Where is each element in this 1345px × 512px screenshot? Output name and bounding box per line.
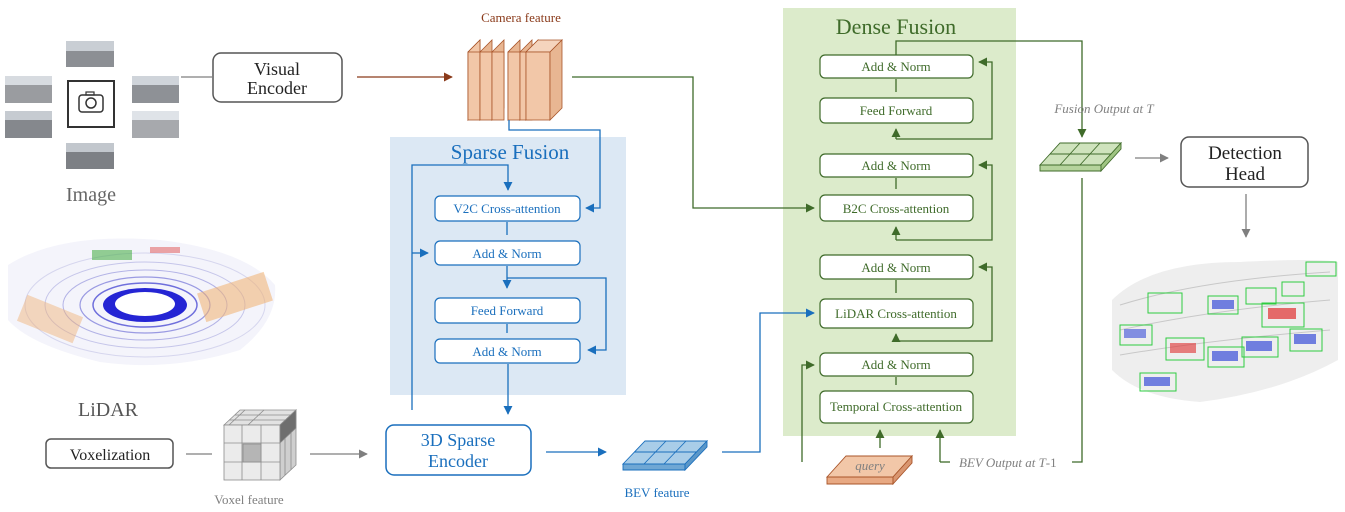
sparse-connectors: [411, 120, 607, 415]
camera-icon-frame: [67, 80, 115, 128]
dense-add-norm-4: [819, 352, 974, 377]
dense-temporal-cross-attention: [819, 390, 974, 424]
dense-fusion-title: Dense Fusion: [836, 14, 956, 39]
query-label: query: [855, 458, 885, 473]
detection-head-line2: Head: [1225, 164, 1266, 185]
dense-block-label: B2C Cross-attention: [843, 201, 950, 216]
detection-result-point-cloud: [1112, 260, 1338, 402]
image-label: Image: [66, 184, 116, 206]
fusion-output-label: Fusion Output at T: [1053, 101, 1154, 116]
voxelization-text: Voxelization: [70, 447, 151, 464]
voxel-feature-cube: [222, 409, 298, 481]
dense-add-norm-3: [819, 254, 974, 280]
camera-feature-label: Camera feature: [481, 10, 561, 25]
bev-feature-plane: [621, 439, 709, 472]
dense-connectors: [572, 40, 1087, 463]
bev-output-label: BEV Output at T-1: [959, 455, 1057, 470]
dense-fusion-blocks: Add & Norm Feed Forward Add & Norm B2C C…: [819, 54, 974, 424]
lidar-point-cloud: [8, 238, 276, 366]
camera-images: [5, 41, 179, 169]
dense-block-label: Add & Norm: [861, 158, 930, 173]
dense-block-label: Add & Norm: [861, 260, 930, 275]
sparse-encoder-line1: 3D Sparse: [421, 430, 496, 450]
sparse-block-label: Add & Norm: [472, 344, 541, 359]
sparse-fusion-title: Sparse Fusion: [451, 140, 570, 164]
sparse-block-label: Feed Forward: [471, 303, 544, 318]
dense-block-label: LiDAR Cross-attention: [835, 306, 957, 321]
dense-lidar-cross-attention: [819, 298, 974, 329]
detection-head-line1: Detection: [1208, 143, 1282, 164]
sparse-encoder-box: [385, 424, 532, 476]
bev-to-lidar-attention-arrow: [722, 308, 815, 453]
sparse-block-label: V2C Cross-attention: [453, 201, 561, 216]
dense-block-label: Temporal Cross-attention: [830, 399, 963, 414]
detection-head-box: [1180, 136, 1309, 188]
dense-block-label: Add & Norm: [861, 357, 930, 372]
voxelization-box: [45, 438, 174, 469]
sparse-add-norm-2: [434, 338, 581, 364]
visual-encoder-box: [212, 52, 343, 103]
dense-block-label: Feed Forward: [860, 103, 933, 118]
query-plane: [825, 454, 914, 486]
sparse-feed-forward: [434, 297, 581, 324]
bev-feature-label: BEV feature: [624, 485, 689, 500]
sparse-v2c-cross-attention: [434, 195, 581, 222]
sparse-add-norm-1: [434, 240, 581, 266]
visual-encoder-line2: Encoder: [247, 78, 307, 98]
dense-feed-forward: [819, 97, 974, 124]
sparse-fusion-blocks: V2C Cross-attention Add & Norm Feed Forw…: [434, 195, 581, 364]
lidar-label: LiDAR: [78, 399, 139, 421]
dense-add-norm-2: [819, 153, 974, 178]
visual-encoder-line1: Visual: [254, 59, 300, 79]
sparse-encoder-line2: Encoder: [428, 451, 488, 471]
dense-b2c-cross-attention: [819, 194, 974, 222]
camera-icon: [78, 91, 104, 113]
dense-block-label: Add & Norm: [861, 59, 930, 74]
camera-feature-maps: [467, 39, 563, 121]
fusion-output-plane: [1038, 141, 1123, 173]
sparse-block-label: Add & Norm: [472, 246, 541, 261]
voxel-feature-label: Voxel feature: [214, 492, 284, 507]
